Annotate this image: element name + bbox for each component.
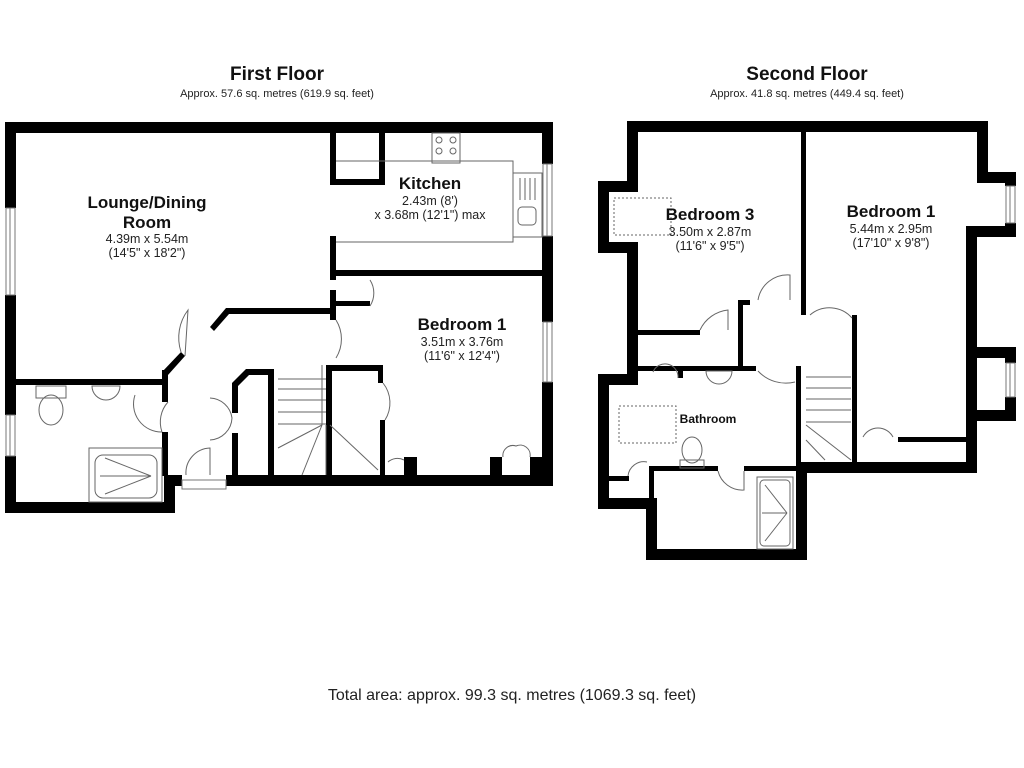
first-floor-windows — [5, 163, 553, 490]
room-name: Bedroom 1 — [417, 315, 507, 334]
room-bathroom: Bathroom — [668, 412, 748, 427]
second-floor-windows — [1005, 185, 1016, 398]
room-dimensions-imperial: (14'5" x 18'2") — [108, 246, 186, 261]
room-name: Kitchen — [398, 174, 462, 193]
room-name: Bedroom 1 — [846, 202, 936, 221]
room-bedroom-1-first-floor: Bedroom 1 3.51m x 3.76m (11'6" x 12'4") — [392, 315, 532, 363]
second-floor-walls — [598, 121, 1016, 560]
room-lounge-dining: Lounge/Dining Room 4.39m x 5.54m (14'5" … — [72, 193, 222, 261]
first-floor-title: First Floor — [230, 64, 324, 85]
room-dimensions-metric: 3.51m x 3.76m — [420, 334, 504, 349]
room-name: Lounge/Dining — [87, 193, 207, 212]
first-floor-fixtures — [35, 132, 543, 503]
room-dimensions-imperial: (11'6" x 9'5") — [675, 238, 745, 253]
room-dimensions-imperial: (11'6" x 12'4") — [424, 348, 500, 363]
total-area: Total area: approx. 99.3 sq. metres (106… — [327, 687, 697, 704]
room-dimensions-metric: 4.39m x 5.54m — [105, 232, 189, 247]
room-name: Bathroom — [679, 412, 737, 426]
room-dimensions-metric: 2.43m (8') — [402, 193, 458, 208]
second-floor-area: Approx. 41.8 sq. metres (449.4 sq. feet) — [710, 88, 904, 100]
room-dimensions-imperial: x 3.68m (12'1") max — [374, 207, 486, 222]
first-floor-walls — [5, 122, 553, 513]
room-bedroom-1-second-floor: Bedroom 1 5.44m x 2.95m (17'10" x 9'8") — [826, 202, 956, 250]
second-floor-title: Second Floor — [746, 64, 868, 85]
room-dimensions-metric: 3.50m x 2.87m — [668, 224, 752, 239]
room-bedroom-3: Bedroom 3 3.50m x 2.87m (11'6" x 9'5") — [645, 205, 775, 253]
room-name: Bedroom 3 — [665, 205, 755, 224]
room-dimensions-imperial: (17'10" x 9'8") — [852, 235, 930, 250]
second-floor-fixtures — [613, 197, 894, 550]
first-floor-area: Approx. 57.6 sq. metres (619.9 sq. feet) — [180, 88, 374, 100]
room-kitchen: Kitchen 2.43m (8') x 3.68m (12'1") max — [345, 174, 515, 222]
room-name-line2: Room — [122, 212, 172, 232]
room-dimensions-metric: 5.44m x 2.95m — [849, 221, 933, 236]
